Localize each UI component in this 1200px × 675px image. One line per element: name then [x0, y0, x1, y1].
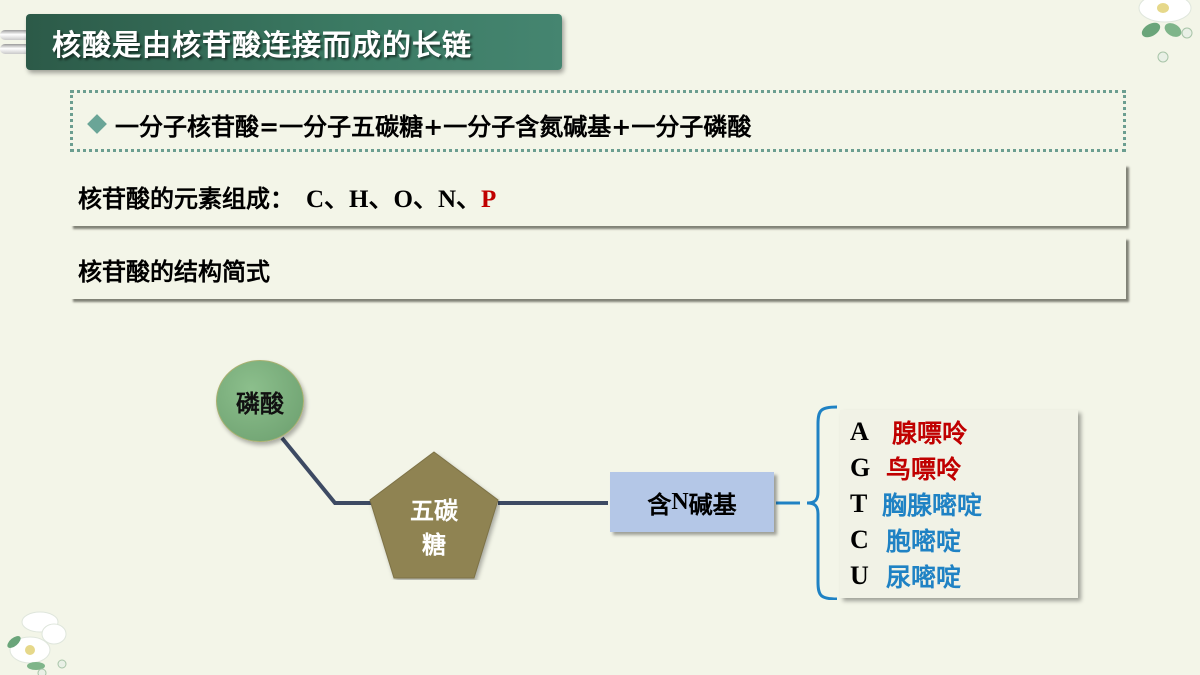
composition-elements: C、H、O、N、P [306, 186, 496, 213]
base-name: 腺嘌呤 [892, 419, 968, 448]
structure-panel: 核苷酸的结构简式 [70, 237, 1126, 299]
base-list-item: G 鸟嘌呤 [850, 450, 961, 486]
flower-decoration-bottom-left [7, 611, 67, 675]
base-letter: A [850, 417, 869, 446]
sugar-label-line2: 糖 [422, 531, 446, 559]
slide-title: 核酸是由核苷酸连接而成的长链 [52, 28, 473, 62]
base-list-item: T 胸腺嘧啶 [850, 486, 982, 522]
phosphate-label: 磷酸 [236, 389, 284, 418]
flower-decoration-top-right [1138, 0, 1193, 63]
binder-ring-icon [0, 44, 32, 54]
base-list-item: A 腺嘌呤 [850, 414, 967, 450]
base-letter: U [850, 561, 869, 590]
sugar-label-line1: 五碳 [410, 497, 458, 525]
element-phosphorus: P [481, 186, 497, 213]
structure-label: 核苷酸的结构简式 [78, 258, 270, 286]
formula-box: 一分子核苷酸=一分子五碳糖+一分子含氮碱基+一分子磷酸 [70, 90, 1126, 152]
base-n: N [671, 488, 689, 515]
base-name: 尿嘧啶 [886, 563, 962, 592]
base-name: 胸腺嘧啶 [882, 491, 983, 520]
title-banner: 核酸是由核苷酸连接而成的长链 [26, 14, 562, 70]
elements-plain: C、H、O、N、 [306, 186, 482, 213]
base-name: 鸟嘌呤 [886, 455, 962, 484]
formula-text: 一分子核苷酸=一分子五碳糖+一分子含氮碱基+一分子磷酸 [115, 113, 752, 141]
phosphate-sugar-bond [280, 436, 375, 505]
base-suffix: 碱基 [688, 490, 737, 519]
pentagon-shape [369, 451, 499, 579]
curly-brace-icon [806, 405, 838, 600]
base-letter: C [850, 525, 869, 554]
base-name: 胞嘧啶 [886, 527, 962, 556]
phosphate-node: 磷酸 [216, 360, 304, 442]
base-list-item: U 尿嘧啶 [850, 558, 961, 594]
base-letter: T [850, 489, 868, 518]
composition-row: 核苷酸的元素组成： C、H、O、N、P [78, 179, 496, 215]
sugar-node: 五碳 糖 [368, 450, 500, 580]
composition-panel: 核苷酸的元素组成： C、H、O、N、P [70, 164, 1126, 226]
composition-label: 核苷酸的元素组成： [78, 185, 294, 213]
base-list: A 腺嘌呤 G 鸟嘌呤 T 胸腺嘧啶 C 胞嘧啶 U 尿嘧啶 [840, 410, 1078, 598]
base-letter: G [850, 453, 871, 482]
base-list-item: C 胞嘧啶 [850, 522, 961, 558]
sugar-label: 五碳 糖 [368, 494, 500, 562]
base-prefix: 含 [647, 490, 672, 519]
binder-ring-icon [0, 30, 32, 40]
